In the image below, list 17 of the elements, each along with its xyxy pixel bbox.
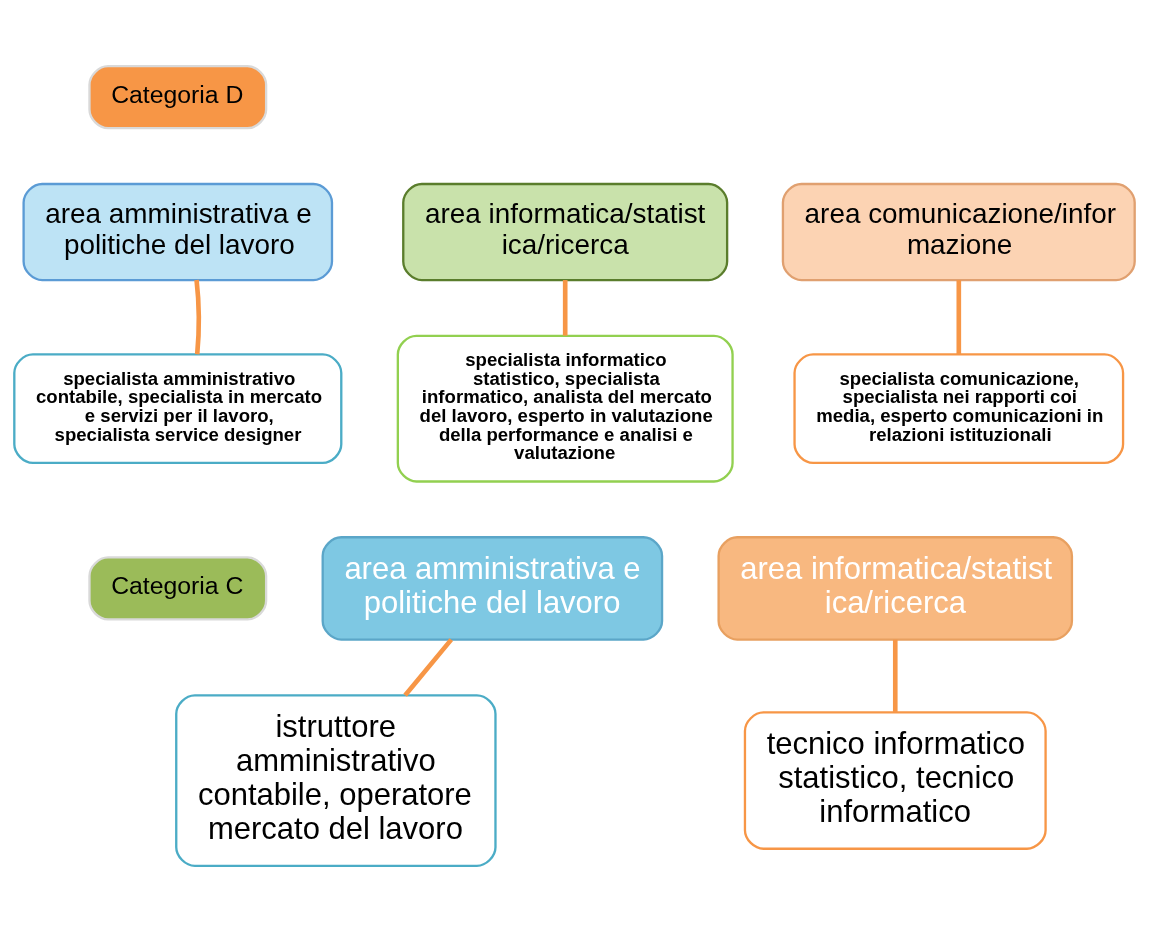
node-box: Categoria D: [88, 64, 268, 129]
connector: [956, 279, 962, 354]
node-box: area amministrativa e politiche del lavoro: [22, 182, 334, 281]
node-box: specialista comunicazione, specialista nei rapporti coi media, esperto comunicazioni in relazioni istituzionali: [793, 352, 1125, 464]
node-box: specialista amministrativo contabile, specialista in mercato e servizi per il lavoro, specialista service designer: [13, 352, 343, 464]
node-box: tecnico informatico statistico, tecnico informatico: [743, 710, 1047, 850]
connector: [194, 279, 202, 355]
connector: [403, 637, 454, 697]
node-box: istruttore amministrativo contabile, operatore mercato del lavoro: [175, 693, 497, 867]
node-box: area informatica/statistica/ricerca: [717, 535, 1074, 641]
node-box: area amministrativa e politiche del lavoro: [321, 535, 664, 641]
connector: [562, 279, 568, 336]
node-box: specialista informatico statistico, specialista informatico, analista del mercato del lavoro, esperto in valutazione della performance e analisi e valutazione: [396, 334, 734, 483]
node-box: area comunicazione/informazione: [781, 182, 1136, 281]
node-box: area informatica/statistica/ricerca: [402, 182, 729, 281]
node-box: Categoria C: [88, 555, 268, 621]
connector: [892, 639, 898, 712]
